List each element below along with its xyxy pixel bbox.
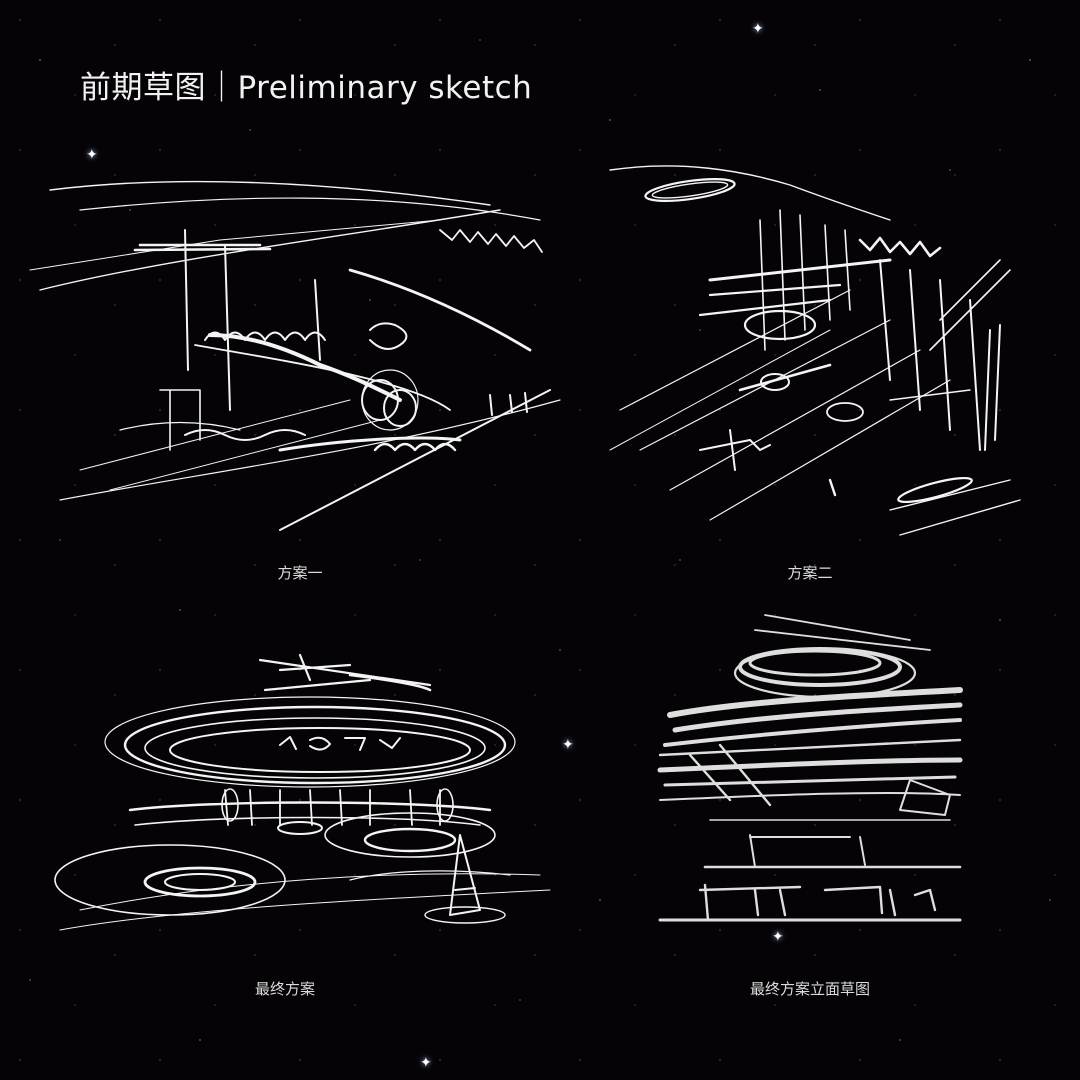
page-title: 前期草图｜Preliminary sketch: [80, 70, 533, 106]
sparkle-icon: ✦: [752, 21, 764, 37]
sparkle-icon: ✦: [86, 147, 98, 163]
sketch-caption: 最终方案: [254, 980, 315, 998]
sketch-final-scheme: [50, 650, 570, 950]
sketch-caption: 方案一: [277, 564, 323, 582]
sketch-scheme-one: [20, 150, 580, 540]
sparkle-icon: ✦: [772, 929, 784, 945]
sketch-caption: 方案二: [787, 564, 833, 582]
sketch-final-scheme-elevation: [650, 605, 970, 935]
sketch-scheme-two: [590, 150, 1030, 550]
sketch-caption: 最终方案立面草图: [749, 980, 870, 998]
sparkle-icon: ✦: [420, 1055, 432, 1071]
sparkle-icon: ✦: [562, 737, 574, 753]
